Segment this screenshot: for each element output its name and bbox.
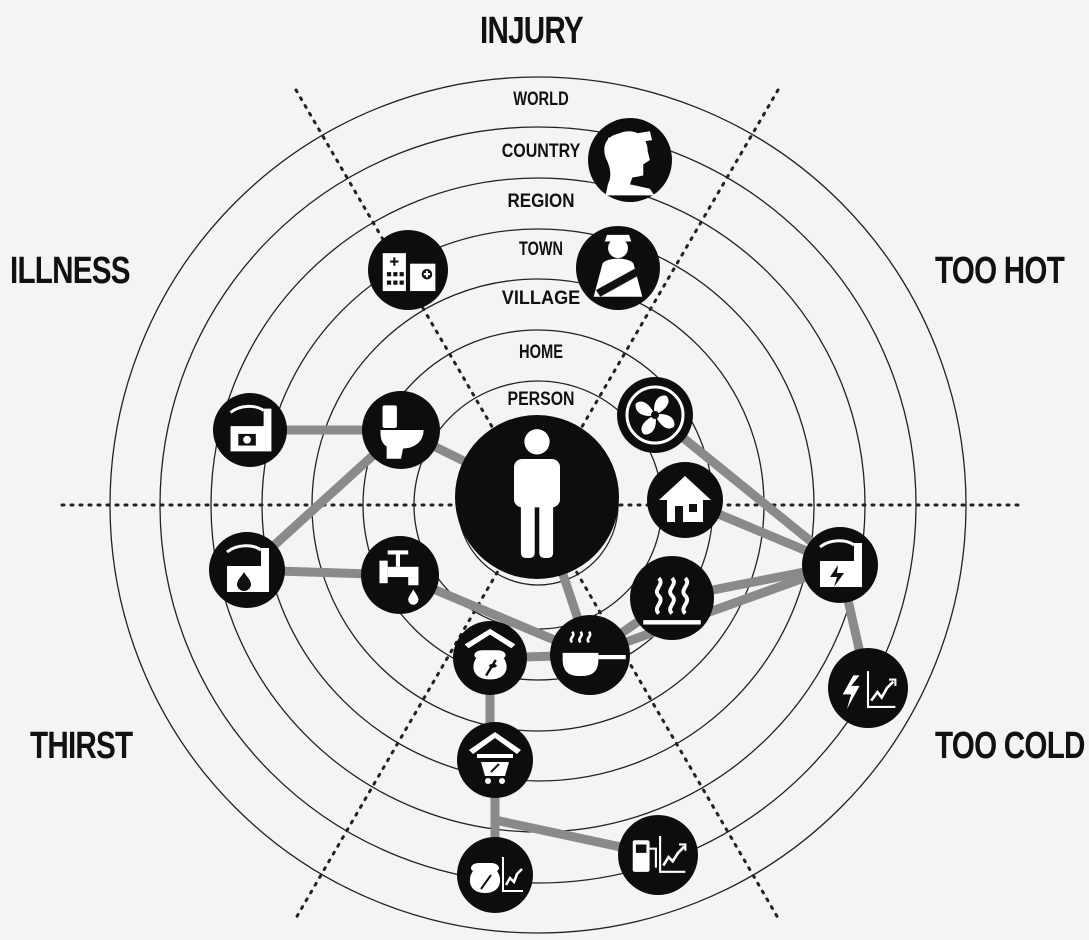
category-illness: ILLNESS xyxy=(10,250,130,292)
node-grain-store xyxy=(453,621,527,695)
toilet-icon xyxy=(380,405,424,459)
node-injured xyxy=(576,226,660,310)
water-plant-icon xyxy=(226,544,269,592)
ring-label-region: REGION xyxy=(502,191,580,213)
category-thirst: THIRST xyxy=(30,725,133,767)
ring-1 xyxy=(159,126,917,884)
power-plant-icon xyxy=(819,539,862,587)
ring-label-home: HOME xyxy=(514,342,568,364)
node-circle xyxy=(368,230,448,310)
node-cooking xyxy=(550,615,630,695)
link-fan-power-plant xyxy=(652,411,843,569)
fuel-price-icon xyxy=(632,836,687,873)
grain-store-icon xyxy=(464,628,516,680)
node-energy-market xyxy=(828,648,908,728)
fan-icon xyxy=(625,385,685,445)
ring-label-text: WORLD xyxy=(513,89,569,110)
node-heater xyxy=(630,556,714,640)
cooking-pot-icon xyxy=(562,630,626,677)
node-hospital xyxy=(368,230,448,310)
house-icon xyxy=(659,476,711,522)
node-toilet xyxy=(362,391,440,469)
water-tap-icon xyxy=(379,550,419,605)
ring-label-village: VILLAGE xyxy=(496,288,586,310)
food-market-icon xyxy=(469,732,521,784)
node-fuel-price xyxy=(618,815,698,895)
node-security xyxy=(588,118,672,202)
node-circle xyxy=(618,815,698,895)
category-too-hot: TOO HOT xyxy=(935,250,1065,292)
ring-label-text: TOWN xyxy=(519,239,563,260)
ring-label-text: COUNTRY xyxy=(502,141,581,162)
heater-icon xyxy=(643,576,701,625)
category-too-cold: TOO COLD xyxy=(935,725,1085,767)
node-sewage-plant xyxy=(213,393,287,467)
category-injury: INJURY xyxy=(480,10,584,52)
hospital-icon xyxy=(382,253,436,292)
ring-label-text: PERSON xyxy=(508,389,575,410)
person-icon xyxy=(514,429,560,558)
ring-0 xyxy=(109,76,967,934)
ring-label-world: WORLD xyxy=(508,89,574,111)
node-fan xyxy=(617,377,693,453)
ring-label-text: REGION xyxy=(508,191,575,212)
ring-label-text: HOME xyxy=(519,342,563,363)
energy-market-icon xyxy=(842,671,897,710)
node-house xyxy=(647,462,723,538)
nodes xyxy=(209,118,908,913)
sewage-plant-icon xyxy=(229,404,272,452)
security-guard-icon xyxy=(604,131,655,196)
node-power-plant xyxy=(802,527,878,603)
node-food-market xyxy=(457,722,533,798)
node-person xyxy=(455,415,619,579)
ring-label-country: COUNTRY xyxy=(496,141,586,163)
ring-label-text: VILLAGE xyxy=(502,288,581,309)
node-circle xyxy=(457,722,533,798)
injured-person-icon xyxy=(593,234,643,297)
grain-price-icon xyxy=(469,857,523,893)
node-tap xyxy=(361,536,439,614)
node-water-plant xyxy=(209,532,285,608)
ring-3 xyxy=(261,228,815,782)
ring-label-person: PERSON xyxy=(502,389,580,411)
link-cooking-power-plant xyxy=(588,560,842,660)
ring-label-town: TOWN xyxy=(514,239,568,261)
node-grain-price xyxy=(457,837,533,913)
